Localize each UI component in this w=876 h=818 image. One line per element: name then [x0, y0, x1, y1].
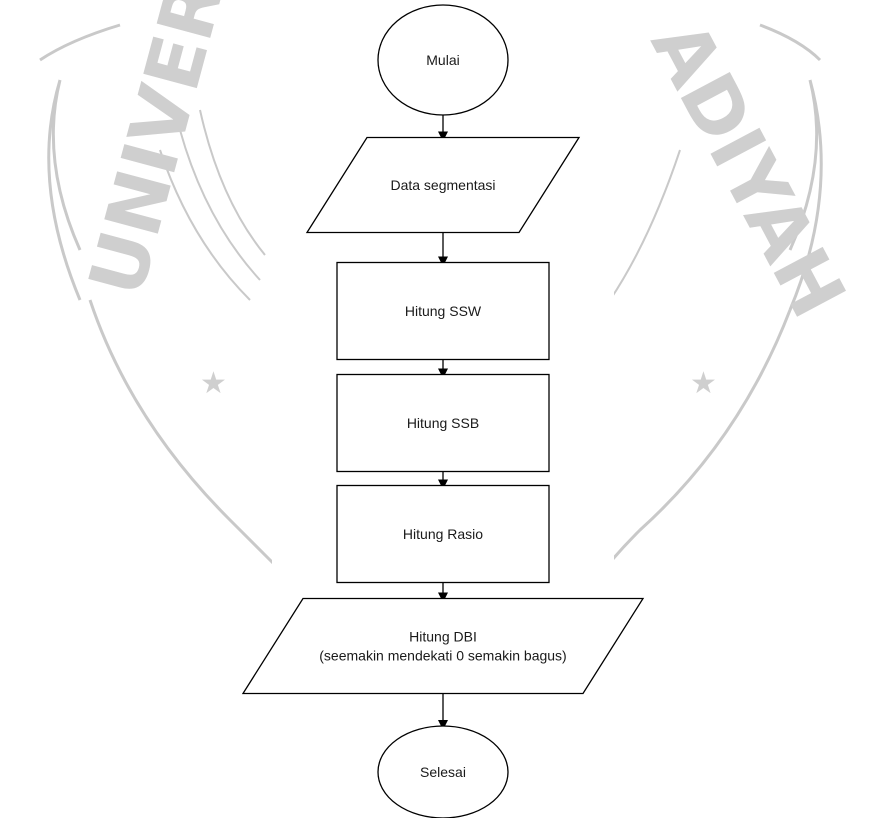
- node-label: Hitung SSB: [407, 415, 479, 431]
- process-rectangle-shape: [336, 261, 550, 361]
- node-dbi: Hitung DBI (seemakin mendekati 0 semakin …: [241, 597, 645, 695]
- process-rectangle-shape: [336, 373, 550, 473]
- node-label: Hitung DBI: [409, 629, 477, 645]
- watermark-star-right-icon: ★: [690, 366, 717, 401]
- node-label: Data segmentasi: [390, 177, 495, 193]
- start-terminator-shape: [377, 4, 509, 116]
- node-ssw: Hitung SSW: [336, 261, 550, 361]
- process-rectangle-shape: [336, 484, 550, 584]
- node-input: Data segmentasi: [305, 136, 581, 234]
- node-label: (seemakin mendekati 0 semakin bagus): [319, 648, 566, 664]
- node-label: Hitung Rasio: [403, 526, 483, 542]
- io-parallelogram-shape: [241, 597, 645, 695]
- node-label: Selesai: [420, 764, 466, 780]
- watermark-star-left-icon: ★: [200, 366, 227, 401]
- node-end: Selesai: [377, 725, 509, 818]
- node-label: Mulai: [426, 52, 459, 68]
- node-start: Mulai: [377, 4, 509, 116]
- io-parallelogram-shape: [305, 136, 581, 234]
- node-ssb: Hitung SSB: [336, 373, 550, 473]
- end-terminator-shape: [377, 725, 509, 818]
- node-label: Hitung SSW: [405, 303, 482, 319]
- node-rasio: Hitung Rasio: [336, 484, 550, 584]
